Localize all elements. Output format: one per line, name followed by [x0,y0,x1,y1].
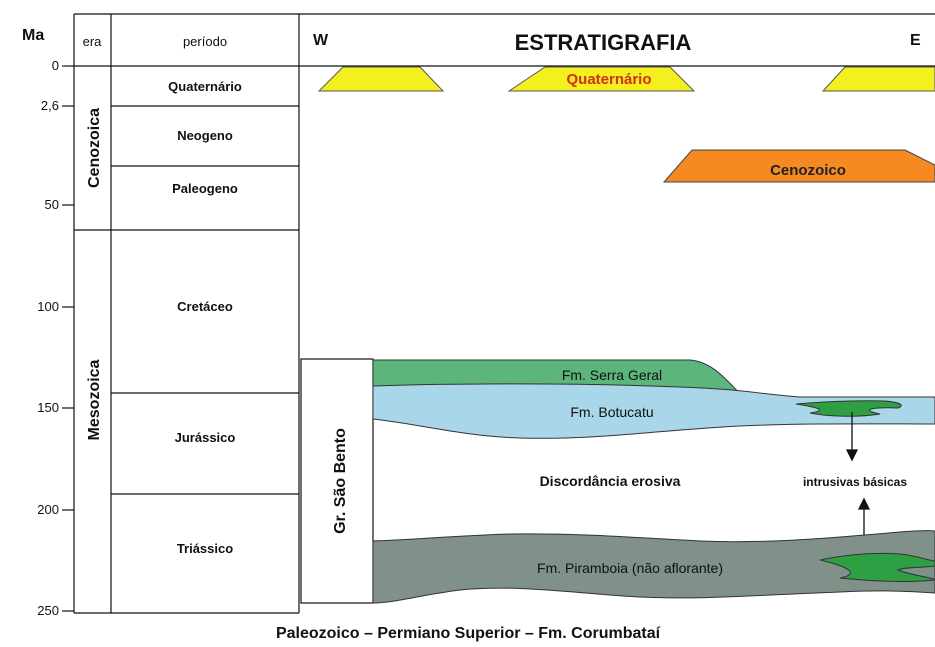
era-label-mesozoic: Mesozoica [86,359,103,440]
age-axis [62,65,74,612]
quaternary-deposit-center [507,66,696,92]
quaternary-deposit-west [317,66,445,92]
tick-label: 2,6 [41,98,59,113]
period-label-cretaceous: Cretáceo [177,299,233,314]
botucatu-label: Fm. Botucatu [570,404,653,420]
botucatu-formation [372,383,935,439]
tick-label: 200 [37,502,59,517]
arrow-down-icon [845,449,859,462]
east-label: E [910,32,921,49]
quaternary-deposits [317,66,935,92]
diagram-title: ESTRATIGRAFIA [515,30,692,55]
serra-geral-label: Fm. Serra Geral [562,367,662,383]
period-label-jurassic: Jurássico [175,430,236,445]
tick-label: 150 [37,400,59,415]
west-label: W [313,32,329,49]
tick-label: 0 [52,58,59,73]
tick-label: 250 [37,603,59,618]
cenozoic-deposit-label: Cenozoico [770,162,846,179]
arrow-up-icon [857,497,871,510]
tick-label: 50 [45,197,59,212]
tick-label: 100 [37,299,59,314]
piramboia-formation [372,530,935,604]
sao-bento-group-label: Gr. São Bento [332,428,349,534]
period-column-header: período [183,34,227,49]
period-label-paleogene: Paleogeno [172,181,238,196]
piramboia-label: Fm. Piramboia (não aflorante) [537,560,723,576]
basic-intrusion-lower [819,552,935,582]
period-label-quaternary: Quaternário [168,79,242,94]
era-label-cenozoic: Cenozoica [86,108,103,188]
period-label-triassic: Triássico [177,541,233,556]
era-column-header: era [83,34,103,49]
quaternary-deposit-east [821,66,935,92]
period-label-neogene: Neogeno [177,128,233,143]
footer-caption: Paleozoico – Permiano Superior – Fm. Cor… [276,625,661,642]
ma-axis-header: Ma [22,27,44,44]
stratigraphic-table [73,13,935,614]
cenozoic-deposit [662,149,935,183]
quaternary-deposit-label: Quaternário [566,71,651,88]
basic-intrusion-upper [795,400,902,417]
intrusions-label: intrusivas básicas [803,475,907,489]
unconformity-label: Discordância erosiva [540,473,681,489]
sao-bento-group-box [300,358,374,604]
